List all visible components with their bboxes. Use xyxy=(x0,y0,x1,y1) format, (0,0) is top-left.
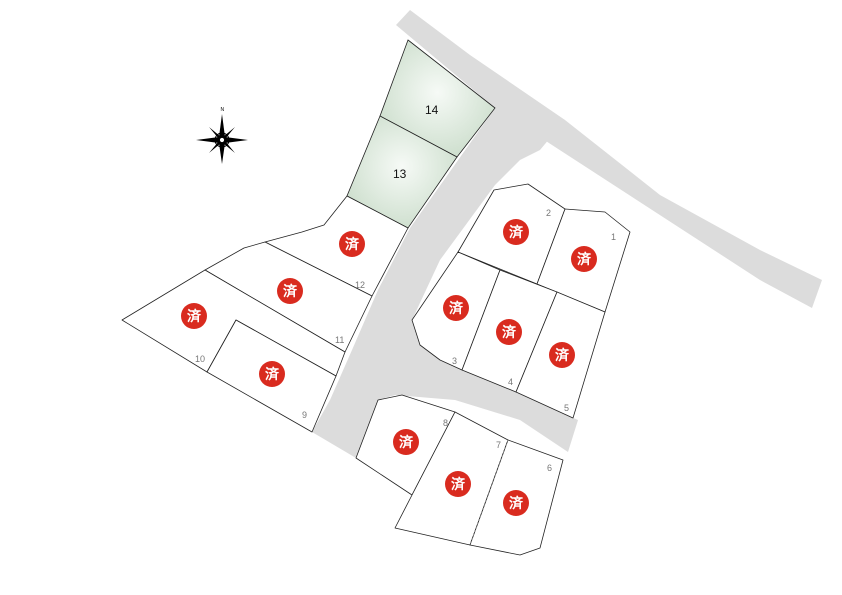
svg-text:済: 済 xyxy=(509,495,524,512)
lot-label-3: 3 xyxy=(452,356,457,366)
sold-markers: 済 済 済 済 済 済 済 済 xyxy=(181,219,597,516)
svg-text:済: 済 xyxy=(451,476,466,493)
lot-label-14: 14 xyxy=(425,103,439,117)
lot-label-9: 9 xyxy=(302,410,307,420)
lot-label-5: 5 xyxy=(564,403,569,413)
sold-marker-8: 済 xyxy=(393,429,419,455)
svg-text:済: 済 xyxy=(449,300,464,317)
lot-label-10: 10 xyxy=(195,354,205,364)
svg-text:済: 済 xyxy=(187,308,202,325)
sold-marker-10: 済 xyxy=(181,303,207,329)
svg-text:済: 済 xyxy=(283,283,298,300)
lot-label-1: 1 xyxy=(611,232,616,242)
sold-marker-5: 済 xyxy=(549,342,575,368)
sold-marker-4: 済 xyxy=(496,319,522,345)
svg-text:済: 済 xyxy=(577,251,592,268)
svg-text:済: 済 xyxy=(502,324,517,341)
sold-marker-6: 済 xyxy=(503,490,529,516)
sold-marker-7: 済 xyxy=(445,471,471,497)
lot-label-8: 8 xyxy=(443,418,448,428)
svg-text:済: 済 xyxy=(345,236,360,253)
sold-marker-9: 済 xyxy=(259,361,285,387)
lot-labels: 14 13 12 11 10 9 2 1 3 4 5 8 7 6 xyxy=(195,103,616,473)
lot-label-12: 12 xyxy=(355,280,365,290)
compass-star-icon xyxy=(196,114,248,164)
sold-marker-3: 済 xyxy=(443,295,469,321)
sold-marker-2: 済 xyxy=(503,219,529,245)
lot-label-7: 7 xyxy=(496,440,501,450)
lot-label-2: 2 xyxy=(546,208,551,218)
lot-label-13: 13 xyxy=(393,167,407,181)
lot-7-6-dashed-boundary xyxy=(469,439,509,546)
lot-label-4: 4 xyxy=(508,377,513,387)
compass-north-label: N xyxy=(221,107,225,113)
roads xyxy=(312,10,822,458)
lot-label-11: 11 xyxy=(335,335,344,345)
sold-marker-1: 済 xyxy=(571,246,597,272)
access-road xyxy=(312,108,578,458)
svg-text:済: 済 xyxy=(555,347,570,364)
main-road xyxy=(396,10,822,308)
svg-text:済: 済 xyxy=(509,224,524,241)
svg-text:済: 済 xyxy=(399,434,414,451)
compass-rose: N xyxy=(196,107,248,164)
svg-text:済: 済 xyxy=(265,366,280,383)
sold-marker-12: 済 xyxy=(339,231,365,257)
sold-marker-11: 済 xyxy=(277,278,303,304)
lot-label-6: 6 xyxy=(547,463,552,473)
